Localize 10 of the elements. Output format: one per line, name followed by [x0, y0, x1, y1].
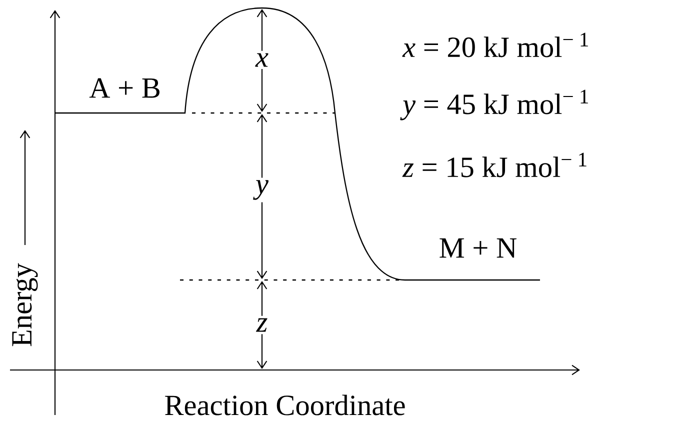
- value-equation: z = 15 kJ mol$^{− 1}$: [400, 150, 591, 180]
- dimension-label: y: [253, 178, 271, 202]
- axis-title: Energy: [10, 260, 40, 350]
- value-equation: x = 20 kJ mol$^{− 1}$: [400, 30, 592, 60]
- axis-title: Reaction Coordinate: [162, 392, 408, 418]
- reactant-label: A + B: [86, 76, 164, 100]
- value-equation: y = 45 kJ mol$^{− 1}$: [400, 87, 592, 123]
- product-label: M + N: [436, 236, 520, 260]
- dimension-label: z: [254, 316, 270, 334]
- dimension-label: x: [253, 50, 271, 70]
